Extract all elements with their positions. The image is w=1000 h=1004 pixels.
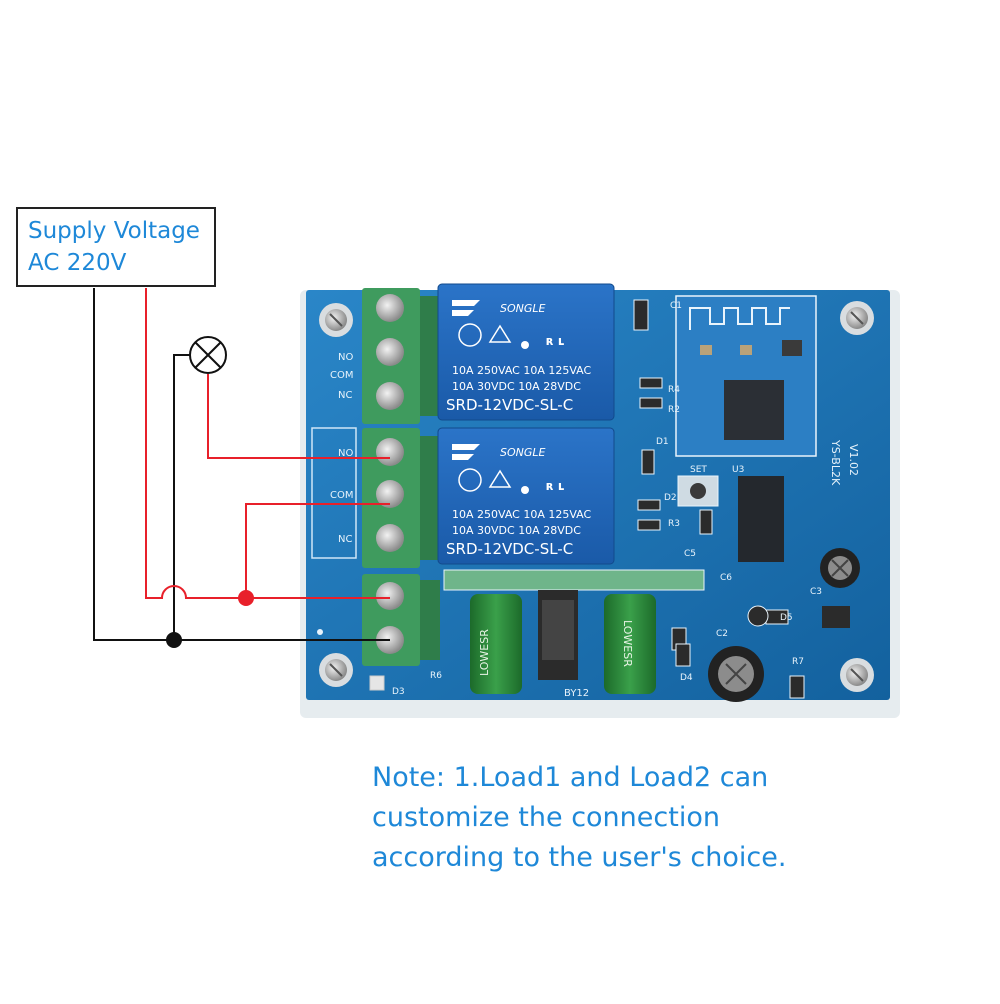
- relay-2-rating2: 10A 30VDC 10A 28VDC: [452, 524, 581, 537]
- note-line-2: customize the connection: [372, 802, 720, 833]
- note-line-1: Note: 1.Load1 and Load2 can: [372, 762, 769, 793]
- label-d1: D1: [656, 437, 669, 447]
- cqc-mark-icon: [458, 468, 482, 492]
- relay-2-brand: SONGLE: [500, 446, 546, 459]
- bluetooth-module: [675, 295, 817, 457]
- mounting-hole-bl: [319, 653, 353, 687]
- songle-logo-icon: [452, 444, 480, 460]
- supply-line-1: Supply Voltage: [28, 218, 200, 244]
- label-c2: C2: [716, 629, 728, 639]
- board-version: V1.02: [847, 444, 860, 476]
- relay-1: SONGLE ʀ ʟ 10A 250VAC 10A 125VAC 10A 30V…: [437, 283, 615, 421]
- terminal-label-top-com: COM: [330, 370, 353, 381]
- bluetooth-chip: [724, 380, 784, 440]
- label-c1: C1: [670, 301, 682, 311]
- junction-red: [238, 590, 254, 606]
- terminal-label-bottom-nc: NC: [338, 534, 352, 545]
- label-r3: R3: [668, 519, 680, 529]
- relay-2-rating1: 10A 250VAC 10A 125VAC: [452, 508, 592, 521]
- junction-black: [166, 632, 182, 648]
- label-d4: D4: [680, 673, 693, 683]
- wire-black-supply: [93, 288, 390, 641]
- power-daughterboard: [443, 569, 705, 591]
- songle-logo-icon: [452, 300, 480, 316]
- ul-mark-icon: ʀ ʟ: [546, 334, 564, 348]
- capacitor-c3: [820, 548, 860, 588]
- capacitor-right: LOWESR: [604, 594, 656, 694]
- wire-red-com: [245, 503, 390, 598]
- relay-2-model: SRD-12VDC-SL-C: [446, 540, 573, 558]
- capacitor-left: LOWESR: [470, 594, 522, 694]
- warning-triangle-icon: [488, 324, 512, 343]
- label-c3: C3: [810, 587, 822, 597]
- terminal-block-top: [362, 288, 440, 424]
- label-d5: D5: [780, 613, 793, 623]
- board-name: YS-BL2K: [829, 439, 842, 486]
- relay-1-brand: SONGLE: [500, 302, 546, 315]
- terminal-label-bottom-no: NO: [338, 448, 353, 459]
- u3-chip: [738, 476, 784, 562]
- cap-left-label: LOWESR: [478, 629, 491, 676]
- cap-right-label: LOWESR: [621, 620, 634, 667]
- terminal-block-power: [362, 574, 440, 666]
- wire-red-supply: [145, 288, 390, 599]
- antenna-trace-icon: [689, 307, 790, 330]
- lamp-icon: [189, 336, 227, 374]
- label-d2: D2: [664, 493, 677, 503]
- label-d3: D3: [392, 687, 405, 697]
- label-c6: C6: [720, 573, 732, 583]
- terminal-label-top-nc: NC: [338, 390, 352, 401]
- supply-line-2: AC 220V: [28, 250, 127, 276]
- note-line-3: according to the user's choice.: [372, 842, 787, 873]
- terminal-label-top-no: NO: [338, 352, 353, 363]
- label-r6: R6: [430, 671, 442, 681]
- mounting-hole-tr: [840, 301, 874, 335]
- relay-1-model: SRD-12VDC-SL-C: [446, 396, 573, 414]
- ul-mark-icon: ʀ ʟ: [546, 479, 564, 493]
- label-c5: C5: [684, 549, 696, 559]
- relay-1-rating1: 10A 250VAC 10A 125VAC: [452, 364, 592, 377]
- label-u3: U3: [732, 465, 744, 475]
- label-r4: R4: [668, 385, 680, 395]
- label-r7: R7: [792, 657, 804, 667]
- set-label: SET: [690, 465, 707, 475]
- wire-red-lamp: [207, 374, 390, 459]
- capacitor-c2: [708, 646, 764, 702]
- mounting-hole-tl: [319, 303, 353, 337]
- cqc-mark-icon: [458, 323, 482, 347]
- terminal-label-bottom-com: COM: [330, 490, 353, 501]
- connection-note: Note: 1.Load1 and Load2 can customize th…: [372, 758, 972, 878]
- warning-triangle-icon: [488, 469, 512, 488]
- label-by12: BY12: [564, 688, 589, 699]
- supply-voltage-box: Supply Voltage AC 220V: [16, 207, 216, 287]
- relay-2: SONGLE ʀ ʟ 10A 250VAC 10A 125VAC 10A 30V…: [437, 427, 615, 565]
- mounting-hole-br: [840, 658, 874, 692]
- terminal-block-middle: [362, 428, 440, 568]
- relay-1-rating2: 10A 30VDC 10A 28VDC: [452, 380, 581, 393]
- label-r2: R2: [668, 405, 680, 415]
- silk-outline: [311, 427, 357, 559]
